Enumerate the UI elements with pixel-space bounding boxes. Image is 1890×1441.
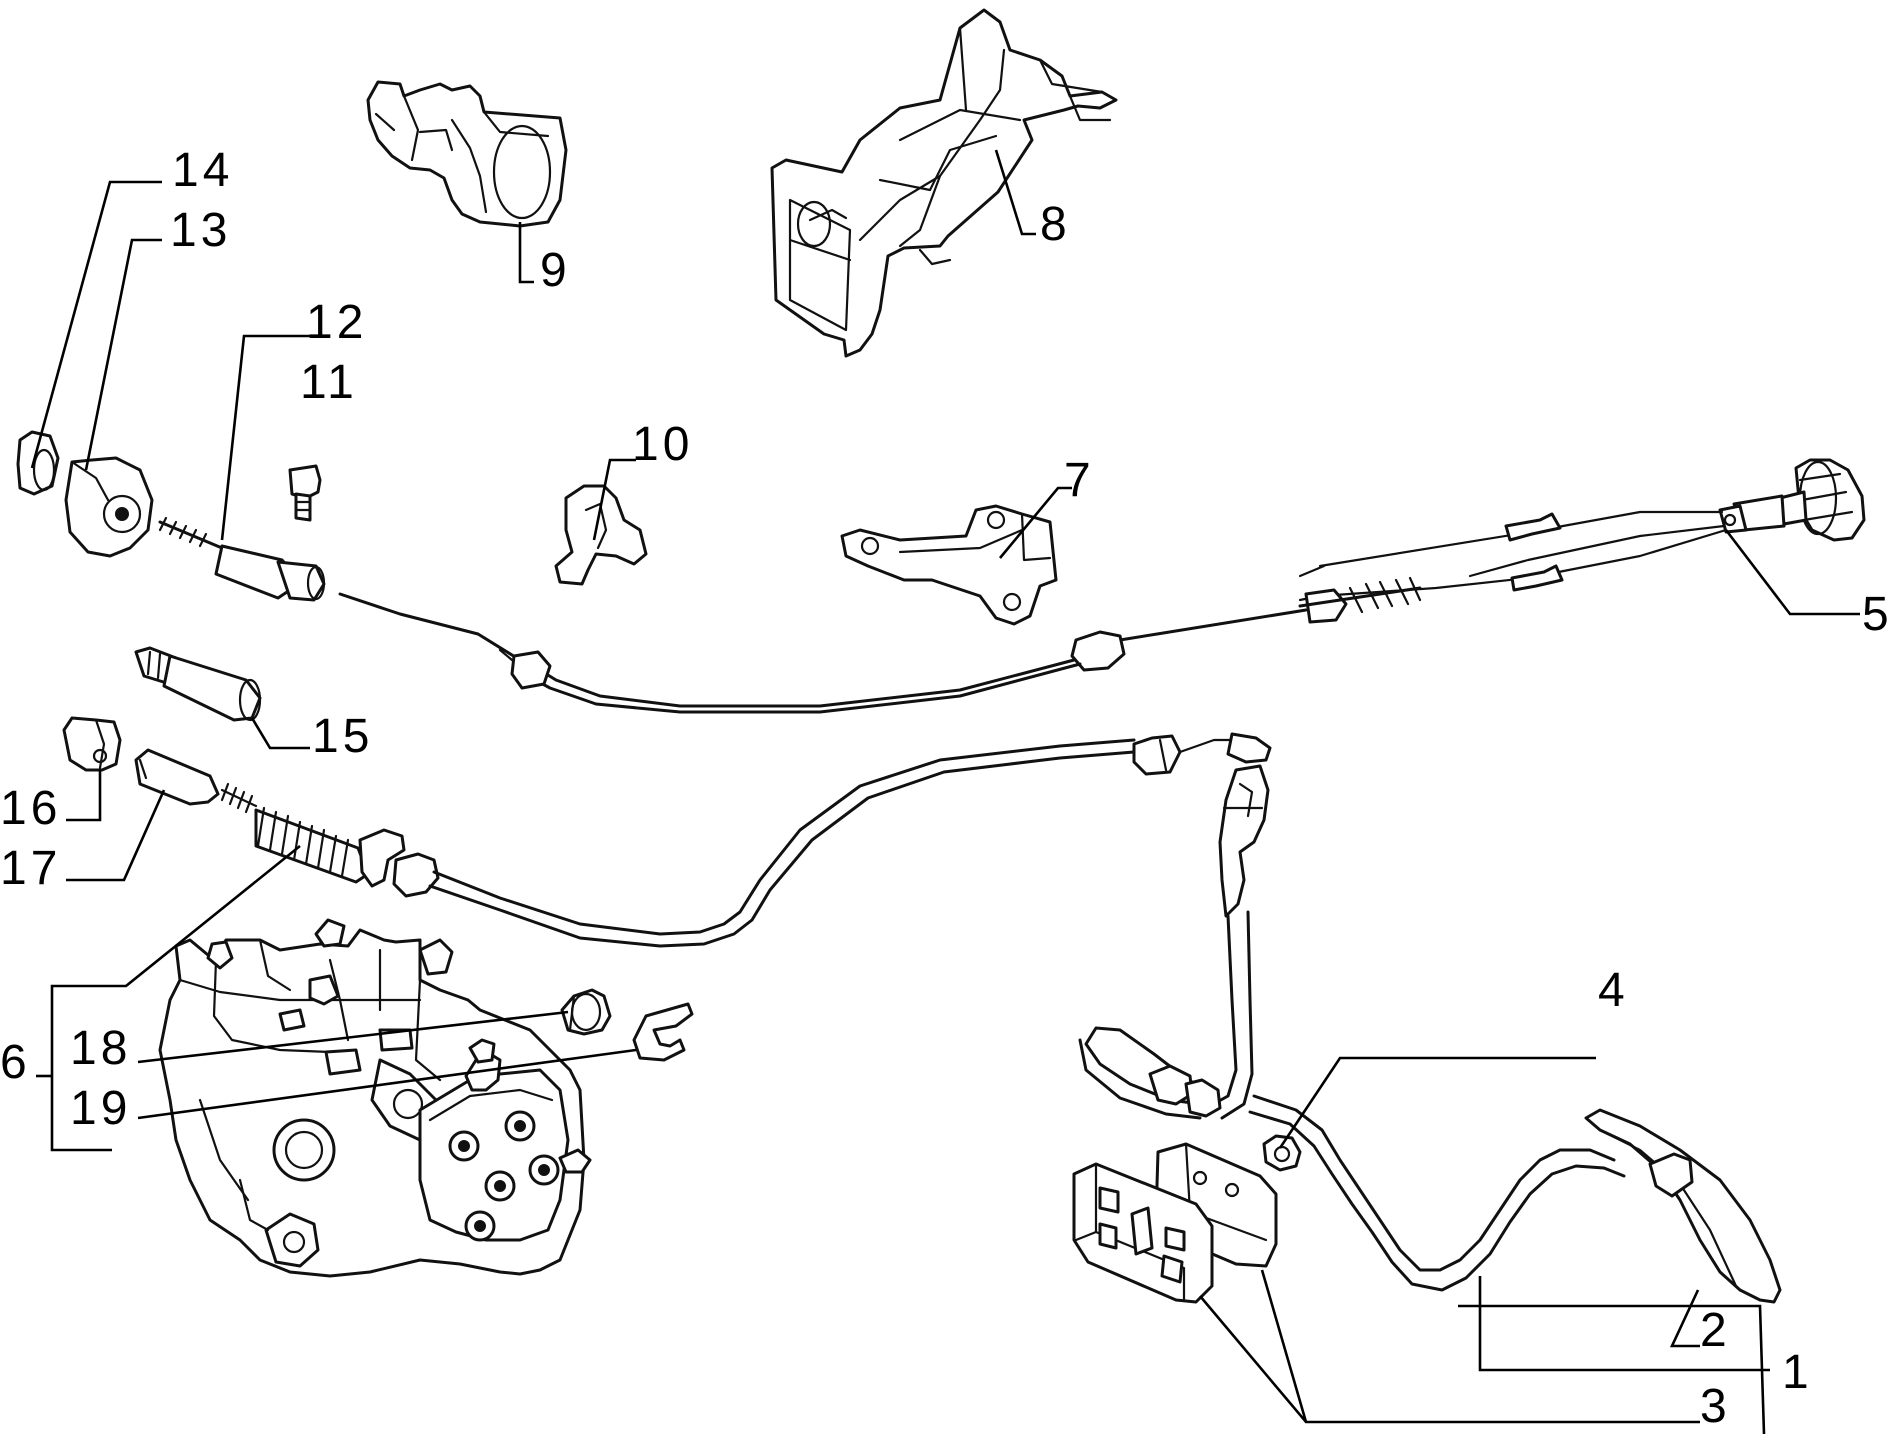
part-13-cam <box>64 456 154 558</box>
part-18-grommet <box>560 988 612 1036</box>
part-7-plate-bracket <box>840 504 1058 626</box>
callout-5: 5 <box>1862 588 1890 641</box>
callout-13: 13 <box>170 204 231 257</box>
callout-14: 14 <box>172 144 233 197</box>
part-16-clip <box>62 716 122 772</box>
callout-10: 10 <box>632 418 693 471</box>
part-11-bolt <box>288 464 322 522</box>
callout-11: 11 <box>300 356 358 409</box>
callout-18: 18 <box>70 1022 131 1075</box>
callout-2: 2 <box>1700 1304 1731 1357</box>
part-1-accelerator-pedal <box>1078 764 1782 1304</box>
part-9-double-clip <box>366 80 568 228</box>
callout-8: 8 <box>1040 198 1071 251</box>
hand-throttle-cable <box>338 564 1422 714</box>
part-10-clip <box>554 484 648 586</box>
callout-12: 12 <box>306 296 367 349</box>
callout-19: 19 <box>70 1082 131 1135</box>
callout-3: 3 <box>1700 1380 1731 1433</box>
callout-labels: 1 2 3 4 5 6 7 8 9 10 11 12 13 14 15 16 1… <box>0 144 1890 1433</box>
part-17-sleeve <box>134 748 220 806</box>
part-12-cable-end <box>158 516 326 602</box>
part-3-mounting-blocks <box>1072 1142 1278 1304</box>
part-19-clip <box>632 1002 694 1062</box>
callout-7: 7 <box>1064 454 1095 507</box>
part-14-sleeve <box>16 430 60 496</box>
callout-6: 6 <box>0 1036 31 1089</box>
callout-17: 17 <box>0 842 61 895</box>
callout-1: 1 <box>1782 1346 1813 1399</box>
part-6-injection-pump <box>158 918 592 1278</box>
callout-4: 4 <box>1598 964 1629 1017</box>
callout-15: 15 <box>312 710 373 763</box>
callout-9: 9 <box>540 244 571 297</box>
part-4-nut <box>1262 1134 1302 1172</box>
callout-16: 16 <box>0 782 61 835</box>
part-8-bracket <box>770 8 1118 358</box>
accelerator-cable <box>220 732 1272 948</box>
leader-lines <box>30 149 1860 1435</box>
part-5-hand-throttle-knob <box>1318 458 1866 598</box>
part-15-sleeve <box>134 646 262 722</box>
